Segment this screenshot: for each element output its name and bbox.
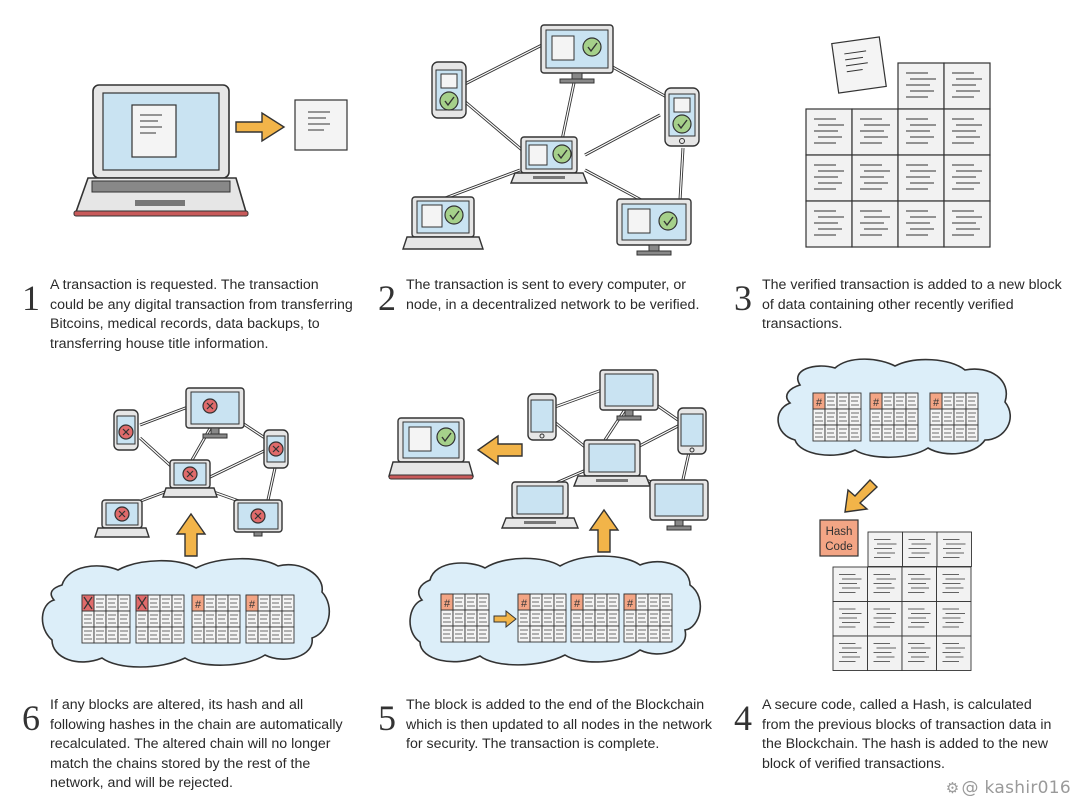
step-number: 1 [22, 278, 40, 318]
watermark-text: @ kashir016 [961, 778, 1071, 798]
panel-1-illustration [73, 84, 348, 217]
step-number: 4 [734, 698, 752, 738]
node-monitor-bottom [649, 479, 709, 531]
node-laptop-center [510, 136, 588, 184]
hash-symbol: # [627, 598, 634, 610]
panel-3-block [805, 36, 991, 248]
node-laptop-bottom [402, 196, 484, 250]
step-description: A transaction is requested. The transact… [50, 277, 353, 352]
step-number: 5 [378, 698, 396, 738]
completed-laptop [388, 417, 474, 480]
panel-2-network [402, 24, 700, 256]
node-laptop-center [573, 439, 651, 487]
arrow-up-icon [175, 512, 207, 557]
step-number: 6 [22, 698, 40, 738]
node-phone-right [677, 407, 707, 455]
blockchain-chain: # # # # [440, 593, 672, 642]
hash-label-line2: Code [825, 541, 853, 553]
step-description: If any blocks are altered, its hash and … [50, 697, 343, 792]
hash-symbol: # [195, 599, 202, 611]
laptop-icon [73, 84, 249, 217]
blockchain-chain: # # [81, 594, 294, 643]
step-description: A secure code, called a Hash, is calcula… [762, 697, 1052, 772]
panel-5-network: # # # # [388, 369, 709, 666]
document-icon [294, 99, 348, 151]
watermark-icon: ⚙ [945, 779, 960, 797]
hash-code-box: Hash Code [819, 519, 859, 557]
hash-label-line1: Hash [826, 526, 853, 538]
node-laptop-bottom [94, 499, 150, 538]
hash-symbol: # [574, 598, 581, 610]
node-monitor-bottom [233, 499, 283, 537]
hash-symbol: # [933, 397, 940, 409]
hash-symbol: # [444, 598, 451, 610]
step-description: The verified transaction is added to a n… [762, 277, 1062, 333]
hash-symbol: # [816, 397, 823, 409]
data-block-grid [805, 62, 991, 248]
node-laptop-bottom [501, 481, 579, 529]
node-monitor-bottom [616, 198, 692, 256]
node-laptop-center [162, 459, 218, 498]
arrow-up-icon [588, 508, 620, 553]
panel-6-network: # # [41, 387, 330, 668]
arrow-left-icon [476, 434, 523, 466]
step-description: The block is added to the end of the Blo… [406, 697, 713, 753]
node-monitor-top [540, 24, 614, 84]
hash-symbol: # [521, 598, 528, 610]
arrow-right-icon [493, 609, 517, 629]
node-phone-left [431, 61, 467, 119]
node-monitor-top [599, 369, 659, 421]
step-number: 2 [378, 278, 396, 318]
hash-symbol: # [873, 397, 880, 409]
document-icon [831, 36, 887, 94]
node-monitor-top [185, 387, 245, 439]
hash-symbol: # [249, 599, 256, 611]
blockchain-chain: # # # [812, 392, 978, 441]
panel-4-hash: # # # Hash Code [777, 358, 1011, 671]
step-number: 3 [734, 278, 752, 318]
arrow-right-icon [235, 111, 286, 143]
node-phone-right [664, 87, 700, 147]
arrow-down-left-icon [844, 478, 879, 513]
node-phone-right [263, 429, 289, 469]
node-phone-left [527, 393, 557, 441]
watermark: ⚙@ kashir016 [946, 778, 1071, 798]
node-phone-left [113, 409, 139, 451]
step-description: The transaction is sent to every compute… [406, 277, 700, 313]
